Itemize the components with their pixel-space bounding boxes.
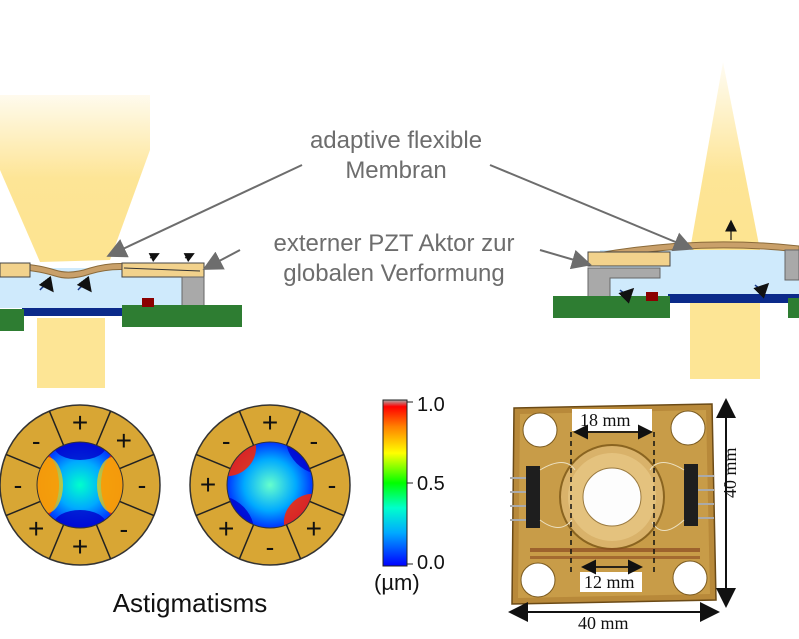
segment-sign: - bbox=[120, 514, 129, 544]
left-device bbox=[0, 95, 242, 388]
segment-sign: - bbox=[32, 426, 41, 456]
segment-sign: + bbox=[262, 407, 278, 438]
left-pcb-left bbox=[0, 309, 24, 331]
membrane-arrow-right bbox=[489, 164, 694, 252]
left-pcb-right bbox=[122, 305, 242, 327]
right-outgoing-beam bbox=[690, 62, 760, 250]
dim-inner-top: 18 mm bbox=[580, 410, 631, 430]
right-contact-pad bbox=[646, 292, 658, 301]
segment-sign: + bbox=[200, 469, 216, 500]
segment-sign: + bbox=[116, 425, 132, 456]
segment-divider bbox=[95, 524, 112, 560]
right-device bbox=[553, 62, 799, 379]
mount-hole-bl bbox=[520, 562, 556, 598]
right-electrode bbox=[668, 294, 799, 303]
device-photo bbox=[510, 403, 717, 605]
pzt-label-line2: globalen Verformung bbox=[283, 260, 505, 287]
astigmatism-disk-a: ++--++-- bbox=[0, 404, 161, 566]
membrane-arrow-left bbox=[106, 164, 303, 258]
mount-hole-tr bbox=[670, 410, 706, 446]
segment-divider bbox=[95, 410, 112, 446]
segment-divider bbox=[309, 500, 345, 517]
colorbar-tick-min: 0.0 bbox=[417, 552, 445, 574]
segment-sign: + bbox=[72, 407, 88, 438]
mount-hole-tl bbox=[522, 412, 558, 448]
right-pcb-right bbox=[788, 298, 799, 318]
segment-sign: - bbox=[14, 470, 23, 500]
dim-outer-right: 40 mm bbox=[720, 447, 740, 498]
right-flexible-membrane bbox=[597, 241, 799, 260]
left-actuator-support bbox=[181, 276, 205, 310]
pzt-label: externer PZT Aktor zur globalen Verformu… bbox=[254, 229, 534, 289]
segment-sign: + bbox=[72, 531, 88, 562]
segment-sign: - bbox=[328, 470, 337, 500]
dim-outer-bottom: 40 mm bbox=[578, 613, 629, 633]
membrane-label-line1: adaptive flexible bbox=[309, 127, 483, 154]
segment-sign: - bbox=[310, 426, 319, 456]
connector-right bbox=[684, 464, 698, 526]
left-incoming-beam bbox=[0, 95, 150, 262]
segment-lines-a bbox=[5, 410, 155, 560]
segment-sign: + bbox=[28, 513, 44, 544]
right-incoming-beam bbox=[690, 303, 760, 379]
segment-sign: + bbox=[218, 513, 234, 544]
left-electrode bbox=[22, 308, 122, 316]
colorbar-tick-max: 1.0 bbox=[417, 394, 445, 416]
segment-divider bbox=[285, 524, 302, 560]
mount-hole-br bbox=[672, 560, 708, 596]
segment-divider bbox=[309, 453, 345, 470]
segment-divider bbox=[5, 500, 41, 517]
colorbar bbox=[382, 399, 408, 567]
pzt-arrow-right bbox=[539, 249, 592, 270]
dim-inner-bottom: 12 mm bbox=[584, 572, 635, 592]
membrane-label-line2: Membran bbox=[345, 157, 447, 184]
aperture bbox=[582, 467, 642, 527]
segment-sign: - bbox=[138, 470, 147, 500]
segment-divider bbox=[48, 410, 65, 446]
right-pzt-actuator bbox=[587, 251, 671, 267]
segment-lines-b bbox=[195, 410, 345, 560]
segment-divider bbox=[195, 500, 231, 517]
segment-divider bbox=[5, 453, 41, 470]
right-pcb-left bbox=[553, 296, 670, 318]
segment-divider bbox=[238, 524, 255, 560]
segment-divider bbox=[119, 500, 155, 517]
segment-sign: - bbox=[266, 532, 275, 562]
segment-divider bbox=[285, 410, 302, 446]
astigmatisms-caption: Astigmatisms bbox=[112, 588, 268, 618]
segment-sign: + bbox=[306, 513, 322, 544]
membrane-label: adaptive flexible Membran bbox=[284, 126, 508, 186]
colorbar-tick-mid: 0.5 bbox=[417, 473, 445, 495]
colorbar-unit: (µm) bbox=[374, 570, 420, 595]
segment-sign: - bbox=[222, 426, 231, 456]
signs-a: ++--++-- bbox=[14, 407, 147, 562]
segment-divider bbox=[238, 410, 255, 446]
left-outgoing-beam bbox=[37, 318, 105, 388]
astigmatism-disk-b: +--+-++- bbox=[189, 404, 351, 566]
left-contact-pad bbox=[142, 298, 154, 307]
segment-divider bbox=[195, 453, 231, 470]
segment-divider bbox=[119, 453, 155, 470]
segment-divider bbox=[48, 524, 65, 560]
pzt-arrow-left bbox=[202, 249, 241, 270]
connector-left bbox=[526, 466, 540, 528]
pzt-label-line1: externer PZT Aktor zur bbox=[273, 230, 515, 257]
signs-b: +--+-++- bbox=[200, 407, 337, 562]
